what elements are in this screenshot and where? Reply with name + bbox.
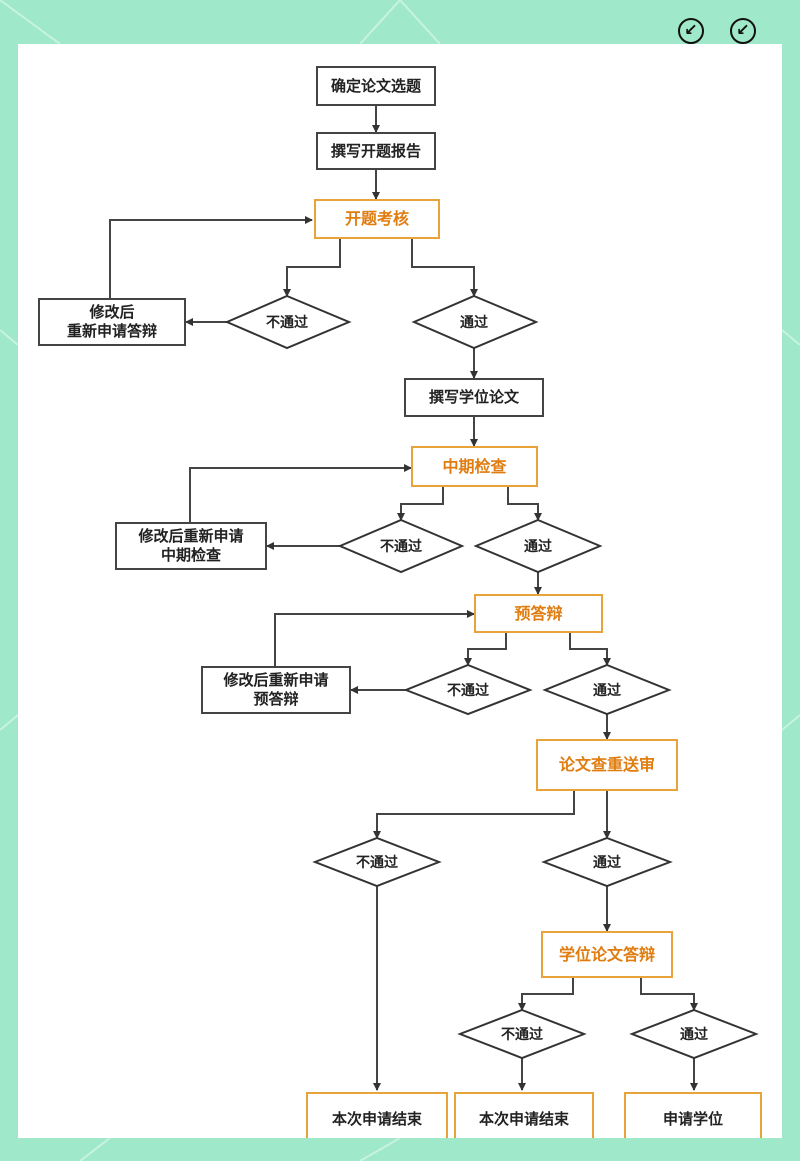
flowchart-connectors [109, 106, 759, 1091]
step-apply-degree: 申请学位 [624, 1092, 762, 1138]
arrow-down-left-circle-icon[interactable]: ↙ [730, 18, 756, 44]
decision-pass-label: 通过 [680, 1027, 708, 1043]
decision-pass-label: 通过 [524, 539, 552, 555]
decision-fail-label: 不通过 [501, 1027, 543, 1043]
step-degree-defense: 学位论文答辩 [541, 931, 673, 978]
decision-diamond [312, 836, 442, 888]
step-proposal-review: 开题考核 [314, 199, 440, 239]
corner-icons: ↙ ↙ [678, 18, 756, 44]
decision-pass-label: 通过 [460, 315, 488, 331]
step-revise-reapply-midterm: 修改后重新申请 中期检查 [115, 522, 267, 570]
decision-diamond [457, 1008, 587, 1060]
step-midterm-check: 中期检查 [411, 446, 538, 487]
decision-diamond [337, 518, 465, 574]
arrow-down-left-circle-icon[interactable]: ↙ [678, 18, 704, 44]
flowchart-canvas: 确定论文选题 撰写开题报告 开题考核 修改后 重新申请答辩 撰写学位论文 中期检… [18, 44, 782, 1138]
decision-diamond [542, 663, 672, 716]
step-end-application: 本次申请结束 [306, 1092, 448, 1138]
decision-diamond [629, 1008, 759, 1060]
decision-diamond [403, 663, 533, 716]
step-revise-reapply-pre-defense: 修改后重新申请 预答辩 [201, 666, 351, 714]
step-pre-defense: 预答辩 [474, 594, 603, 633]
decision-fail-label: 不通过 [356, 855, 398, 871]
decision-diamond [411, 294, 539, 350]
step-confirm-topic: 确定论文选题 [316, 66, 436, 106]
step-write-thesis: 撰写学位论文 [404, 378, 544, 417]
decision-fail-label: 不通过 [266, 315, 308, 331]
step-end-application: 本次申请结束 [454, 1092, 594, 1138]
decision-fail-label: 不通过 [380, 539, 422, 555]
step-revise-reapply-defense: 修改后 重新申请答辩 [38, 298, 186, 346]
decision-pass-label: 通过 [593, 683, 621, 699]
step-write-proposal: 撰写开题报告 [316, 132, 436, 170]
decision-diamond [541, 836, 673, 888]
decision-diamond [224, 294, 352, 350]
decision-pass-label: 通过 [593, 855, 621, 871]
decision-fail-label: 不通过 [447, 683, 489, 699]
step-recheck-resubmit: 论文查重送审 [536, 739, 678, 791]
decision-diamond [473, 518, 603, 574]
